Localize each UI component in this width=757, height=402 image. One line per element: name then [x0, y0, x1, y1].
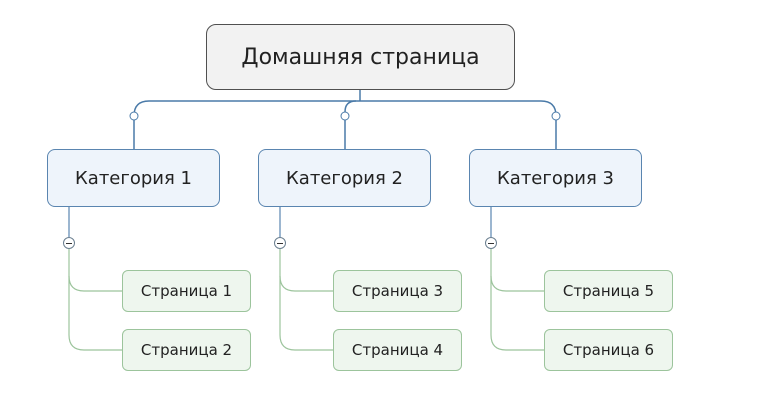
category-node-3[interactable]: Категория 3 — [469, 149, 642, 207]
collapse-icon[interactable] — [274, 237, 286, 249]
connector-root-cat2 — [344, 100, 357, 149]
page-node-label: Страница 6 — [562, 341, 655, 359]
junction-cat2 — [340, 111, 350, 121]
page-node-1[interactable]: Страница 1 — [122, 270, 251, 312]
connector-page5 — [490, 249, 545, 292]
category-node-label: Категория 3 — [497, 167, 614, 189]
page-node-label: Страница 4 — [351, 341, 444, 359]
root-node-label: Домашняя страница — [241, 44, 480, 70]
connector-page4 — [279, 276, 334, 351]
page-node-6[interactable]: Страница 6 — [544, 329, 673, 371]
collapse-icon[interactable] — [485, 237, 497, 249]
page-node-label: Страница 2 — [140, 341, 233, 359]
page-node-4[interactable]: Страница 4 — [333, 329, 462, 371]
page-node-label: Страница 1 — [140, 282, 233, 300]
page-node-label: Страница 3 — [351, 282, 444, 300]
category-node-label: Категория 2 — [286, 167, 403, 189]
junction-cat1 — [129, 111, 139, 121]
category-node-2[interactable]: Категория 2 — [258, 149, 431, 207]
category-node-label: Категория 1 — [75, 167, 192, 189]
connector-page1 — [68, 249, 123, 292]
connector-page3 — [279, 249, 334, 292]
category-node-1[interactable]: Категория 1 — [47, 149, 220, 207]
connector-root-bus — [133, 100, 557, 149]
page-node-3[interactable]: Страница 3 — [333, 270, 462, 312]
connector-page2 — [68, 276, 123, 351]
collapse-icon[interactable] — [63, 237, 75, 249]
junction-cat3 — [551, 111, 561, 121]
root-node-home-page[interactable]: Домашняя страница — [206, 24, 515, 90]
page-node-2[interactable]: Страница 2 — [122, 329, 251, 371]
connector-page6 — [490, 276, 545, 351]
page-node-label: Страница 5 — [562, 282, 655, 300]
page-node-5[interactable]: Страница 5 — [544, 270, 673, 312]
